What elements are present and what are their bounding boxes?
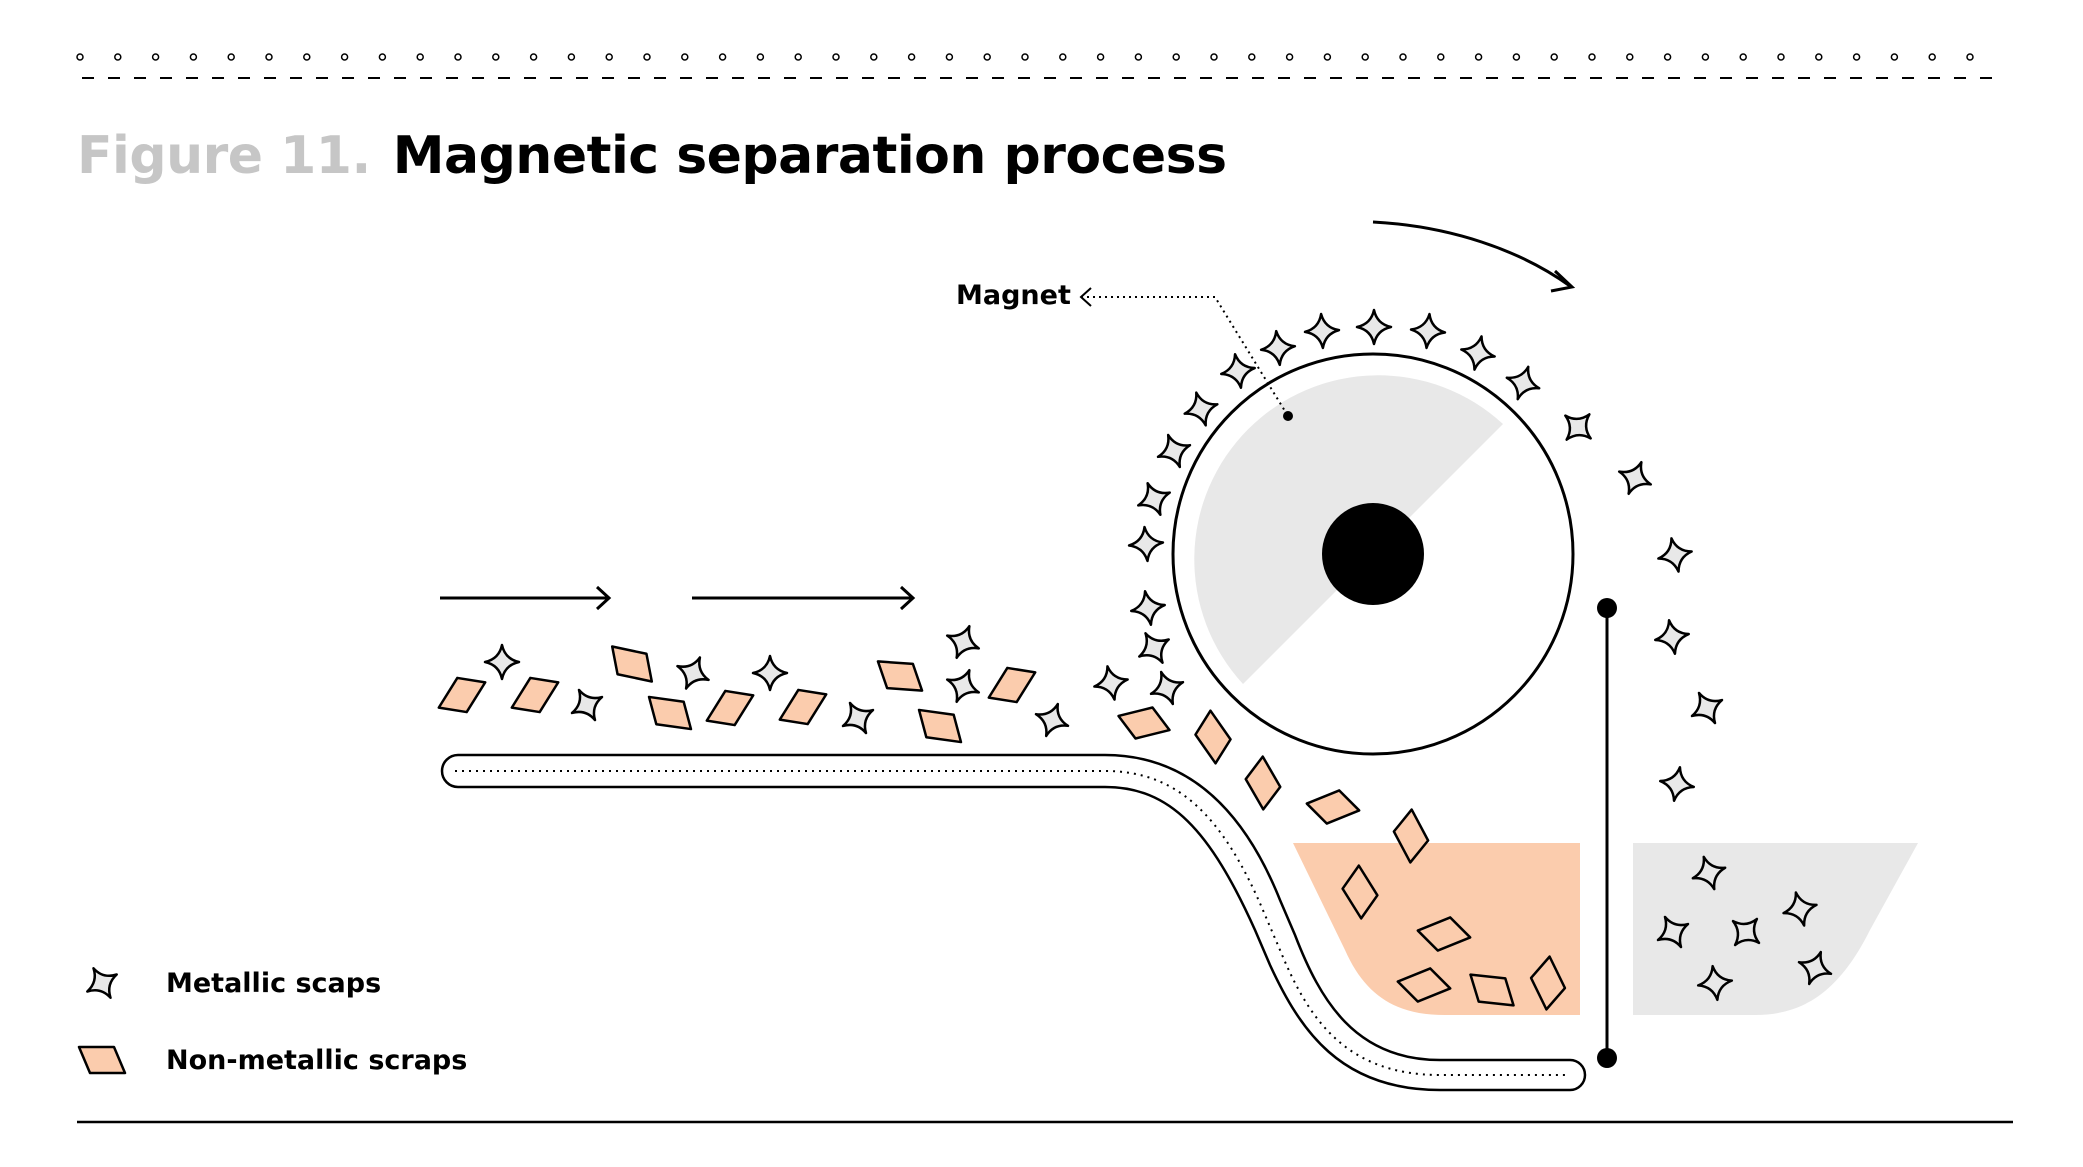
metallic-scrap-icon — [86, 967, 118, 999]
non-metallic-scrap — [1529, 955, 1567, 1011]
non-metallic-scrap — [1469, 973, 1515, 1007]
drum-hub — [1322, 503, 1424, 605]
metallic-scrap — [1220, 353, 1256, 389]
metallic-scrap — [1564, 413, 1592, 441]
metallic-scrap — [1093, 665, 1129, 701]
metallic-scrap — [1782, 891, 1818, 927]
metallic-scrap — [945, 624, 981, 660]
flow-arrowhead-2 — [899, 585, 916, 611]
non-metallic-scrap — [917, 708, 963, 744]
non-metallic-scrap — [647, 695, 693, 731]
figure-number: Figure 11. — [77, 126, 371, 186]
metallic-scrap — [1034, 702, 1070, 738]
metallic-scrap — [1731, 917, 1761, 947]
non-metallic-scrap — [1194, 709, 1232, 765]
metallic-scrap — [1696, 964, 1734, 1002]
metallic-scrap — [1156, 433, 1192, 469]
metallic-scrap — [1303, 312, 1341, 350]
metallic-scrap — [1505, 365, 1541, 401]
metallic-scrap — [1136, 481, 1172, 517]
metallic-scrap — [751, 654, 789, 692]
metallic-scrap — [1460, 335, 1496, 371]
metallic-scrap — [1149, 670, 1185, 706]
non-metallic-scrap — [705, 689, 755, 727]
metallic-scrap — [570, 688, 604, 722]
legend-item-metallic: Metallic scaps — [72, 953, 381, 1013]
non-metallic-scrap — [1416, 916, 1472, 952]
non-metallic-scrap — [1305, 789, 1361, 825]
magnet-leader-dot — [1283, 411, 1293, 421]
magnet-label: Magnet — [956, 280, 1071, 311]
metallic-scrap — [676, 656, 710, 690]
metallic-scrap — [1797, 950, 1833, 986]
non-metallic-scrap — [510, 676, 560, 714]
metallic-scrap — [1656, 915, 1690, 949]
metallic-scrap — [1409, 312, 1447, 350]
metallic-scrap — [1691, 855, 1727, 891]
divider-bottom-knob — [1597, 1048, 1617, 1068]
legend-item-non-metallic: Non-metallic scraps — [72, 1030, 467, 1090]
metallic-scrap — [1657, 537, 1693, 573]
top-decorative-border — [76, 53, 1998, 79]
metallic-scrap — [841, 701, 875, 735]
non-metallic-scrap — [876, 660, 924, 692]
metallic-scrap — [1183, 391, 1219, 427]
metallic-scrap — [945, 668, 981, 704]
non-metallic-scrap — [1341, 864, 1379, 920]
magnet-leader-line — [1081, 296, 1289, 417]
non-metallic-scrap — [1117, 706, 1171, 740]
metallic-scrap — [1355, 308, 1393, 346]
scraps-layer — [437, 308, 1833, 1011]
non-metallic-scrap — [1392, 808, 1430, 864]
metallic-scrap — [1659, 766, 1695, 802]
metallic-scrap — [1690, 691, 1724, 725]
rotation-arrowhead — [1550, 269, 1576, 293]
metallic-scrap — [483, 643, 521, 681]
metallic-scrap — [1617, 460, 1653, 496]
metallic-scrap — [1259, 329, 1297, 367]
magnet-pointer-arrowhead — [1079, 287, 1092, 307]
figure-title: Figure 11. Magnetic separation process — [77, 126, 1227, 186]
metallic-scrap — [1654, 619, 1690, 655]
non-metallic-scrap-icon — [77, 1045, 127, 1075]
metallic-scrap — [1127, 525, 1165, 563]
legend-label-non-metallic: Non-metallic scraps — [166, 1044, 468, 1076]
non-metallic-scrap — [987, 666, 1037, 704]
metallic-scrap — [1138, 632, 1170, 664]
divider-top-knob — [1597, 598, 1617, 618]
non-metallic-scrap — [1244, 755, 1282, 811]
metallic-bin — [1633, 843, 1918, 1015]
non-metallic-scrap — [610, 645, 654, 683]
figure-name: Magnetic separation process — [392, 126, 1227, 186]
metallic-scrap — [1130, 590, 1166, 626]
non-metallic-scrap — [1396, 967, 1452, 1003]
non-metallic-scrap — [437, 676, 487, 714]
legend-label-metallic: Metallic scaps — [166, 967, 382, 999]
non-metallic-scrap — [778, 688, 828, 726]
rotation-arrow — [1372, 220, 1571, 288]
flow-arrowhead-1 — [595, 585, 612, 611]
conveyor-belt — [440, 753, 1587, 1092]
